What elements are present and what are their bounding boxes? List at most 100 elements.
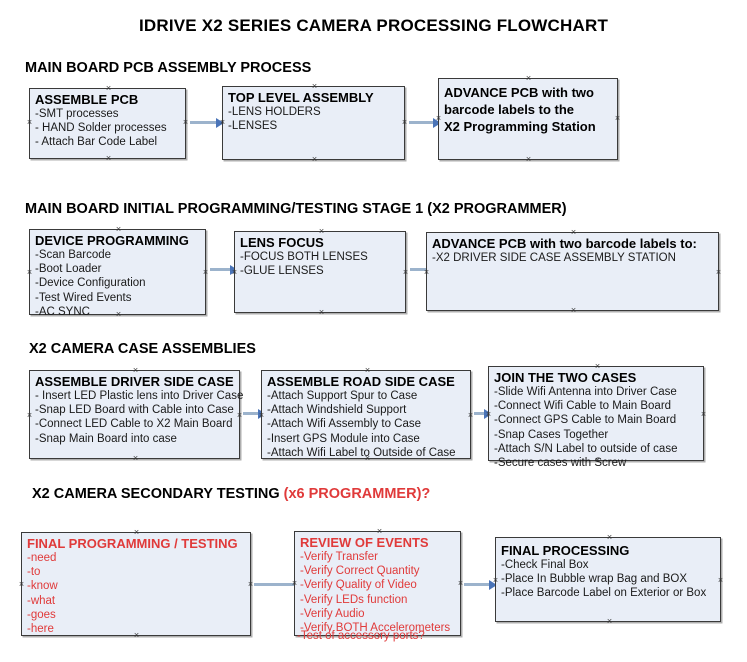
connector-top-level-assembly-to-advance-pcb	[409, 121, 435, 124]
box-line: -Place Barcode Label on Exterior or Box	[501, 587, 707, 600]
connection-handle-right[interactable]	[717, 577, 724, 584]
connection-handle-left[interactable]	[492, 577, 499, 584]
connection-handle-top[interactable]	[115, 226, 122, 233]
connection-handle-right[interactable]	[715, 269, 722, 276]
connection-handle-bottom[interactable]	[311, 156, 318, 163]
box-line: -Attach Windshield Support	[267, 404, 407, 417]
box-join-the-two-cases[interactable]: JOIN THE TWO CASES -Slide Wifi Antenna i…	[485, 363, 707, 469]
box-advance-pcb-programming-station[interactable]: ADVANCE PCB with two barcode labels to t…	[438, 78, 618, 160]
box-line: -Boot Loader	[35, 263, 102, 276]
box-line: - Attach Bar Code Label	[35, 136, 158, 149]
box-final-programming-testing[interactable]: FINAL PROGRAMMING / TESTING -need -to -k…	[21, 532, 251, 636]
connection-handle-left[interactable]	[423, 269, 430, 276]
connector-road-side-to-join-cases	[474, 412, 488, 415]
connection-handle-bottom[interactable]	[105, 155, 112, 162]
connection-handle-bottom[interactable]	[525, 156, 532, 163]
connection-handle-bottom[interactable]	[570, 307, 577, 314]
connection-handle-left[interactable]	[435, 115, 442, 122]
box-line: -Connect Wifi Cable to Main Board	[494, 400, 672, 413]
connection-handle-left[interactable]	[291, 580, 298, 587]
connection-handle-right[interactable]	[467, 412, 474, 419]
connection-handle-right[interactable]	[614, 115, 621, 122]
connection-handle-right[interactable]	[457, 580, 464, 587]
connection-handle-right[interactable]	[402, 269, 409, 276]
connection-handle-top[interactable]	[132, 367, 139, 374]
connection-handle-top[interactable]	[364, 367, 371, 374]
box-line: -LENS HOLDERS	[228, 106, 321, 118]
box-line: -here	[27, 623, 54, 636]
box-line: -AC SYNC	[35, 305, 90, 318]
section-heading-text: MAIN BOARD PCB ASSEMBLY PROCESS	[25, 60, 312, 76]
connection-handle-right[interactable]	[700, 411, 707, 418]
box-line: -Attach Support Spur to Case	[267, 390, 418, 402]
box-line: -Verify BOTH Accelerometers	[300, 622, 451, 635]
box-assemble-driver-side-case[interactable]: ASSEMBLE DRIVER SIDE CASE - Insert LED P…	[26, 367, 243, 462]
connection-handle-bottom[interactable]	[115, 311, 122, 318]
connection-handle-right[interactable]	[236, 412, 243, 419]
box-top-level-assembly[interactable]: TOP LEVEL ASSEMBLY -LENS HOLDERS -LENSES	[222, 86, 405, 160]
box-title: FINAL PROGRAMMING / TESTING	[27, 536, 238, 551]
section-heading-text: X2 CAMERA CASE ASSEMBLIES	[29, 341, 256, 357]
connection-handle-right[interactable]	[247, 581, 254, 588]
box-line: -Verify LEDs function	[300, 593, 408, 606]
section-heading-x2-camera-secondary-testing: X2 CAMERA SECONDARY TESTING (x6 PROGRAMM…	[32, 486, 430, 502]
box-device-programming[interactable]: DEVICE PROGRAMMING -Scan Barcode -Boot L…	[26, 226, 209, 318]
box-title: DEVICE PROGRAMMING	[35, 233, 189, 248]
box-title: FINAL PROCESSING	[501, 543, 630, 558]
box-line: -Attach S/N Label to outside of case	[494, 442, 678, 455]
box-final-processing[interactable]: FINAL PROCESSING -Check Final Box -Place…	[495, 537, 721, 622]
box-title: REVIEW OF EVENTS	[300, 535, 429, 550]
box-line: -Verify Audio	[300, 607, 365, 620]
box-title: ASSEMBLE DRIVER SIDE CASE	[35, 374, 234, 389]
connection-handle-bottom[interactable]	[606, 618, 613, 625]
connection-handle-top[interactable]	[570, 229, 577, 236]
box-line-overflow: -Test of accessory ports?	[297, 630, 425, 642]
connection-handle-left[interactable]	[18, 581, 25, 588]
box-line: -Snap LED Board with Cable into Case	[35, 404, 234, 417]
connection-handle-bottom[interactable]	[318, 309, 325, 316]
connection-handle-bottom[interactable]	[132, 455, 139, 462]
box-title: ADVANCE PCB with two barcode labels to:	[432, 236, 697, 251]
connection-handle-bottom[interactable]	[594, 457, 601, 464]
connection-handle-left[interactable]	[485, 411, 492, 418]
box-advance-pcb-driver-side-case[interactable]: ADVANCE PCB with two barcode labels to: …	[426, 232, 719, 311]
connection-handle-top[interactable]	[311, 83, 318, 90]
box-assemble-road-side-case[interactable]: ASSEMBLE ROAD SIDE CASE -Attach Support …	[261, 370, 471, 459]
box-title: TOP LEVEL ASSEMBLY	[228, 90, 374, 105]
box-line: -SMT processes	[35, 108, 119, 120]
connection-handle-left[interactable]	[219, 119, 226, 126]
connection-handle-left[interactable]	[26, 119, 33, 126]
connection-handle-bottom[interactable]	[133, 632, 140, 639]
connection-handle-right[interactable]	[202, 269, 209, 276]
connection-handle-left[interactable]	[231, 269, 238, 276]
box-title: LENS FOCUS	[240, 235, 324, 250]
connection-handle-top[interactable]	[105, 85, 112, 92]
connection-handle-left[interactable]	[26, 412, 33, 419]
connector-review-of-events-to-final-processing	[464, 583, 492, 586]
box-review-of-events[interactable]: REVIEW OF EVENTS -Verify Transfer -Verif…	[294, 531, 461, 636]
connection-handle-bottom[interactable]	[364, 455, 371, 462]
connection-handle-top[interactable]	[133, 529, 140, 536]
connector-device-programming-to-lens-focus	[210, 268, 232, 271]
box-line: -Scan Barcode	[35, 249, 112, 261]
box-line: -Verify Correct Quantity	[300, 565, 420, 578]
connection-handle-left[interactable]	[258, 412, 265, 419]
connector-lens-focus-to-advance-pcb-driver-side-case	[410, 268, 432, 271]
connection-handle-right[interactable]	[182, 119, 189, 126]
section-heading-main-board-pcb-assembly: MAIN BOARD PCB ASSEMBLY PROCESS	[25, 60, 311, 76]
box-line: -to	[27, 566, 41, 579]
box-line: -LENSES	[228, 120, 278, 133]
connection-handle-top[interactable]	[318, 228, 325, 235]
box-line: -X2 DRIVER SIDE CASE ASSEMBLY STATION	[432, 252, 676, 264]
connection-handle-right[interactable]	[401, 119, 408, 126]
box-line: -know	[27, 580, 58, 593]
connection-handle-top[interactable]	[376, 528, 383, 535]
connection-handle-top[interactable]	[594, 363, 601, 370]
box-line: -Test Wired Events	[35, 291, 132, 304]
box-line: -Verify Transfer	[300, 551, 378, 563]
box-assemble-pcb[interactable]: ASSEMBLE PCB -SMT processes - HAND Solde…	[29, 88, 186, 159]
connection-handle-left[interactable]	[26, 269, 33, 276]
connection-handle-top[interactable]	[525, 75, 532, 82]
box-lens-focus[interactable]: LENS FOCUS -FOCUS BOTH LENSES -GLUE LENS…	[234, 231, 406, 313]
connection-handle-top[interactable]	[606, 534, 613, 541]
